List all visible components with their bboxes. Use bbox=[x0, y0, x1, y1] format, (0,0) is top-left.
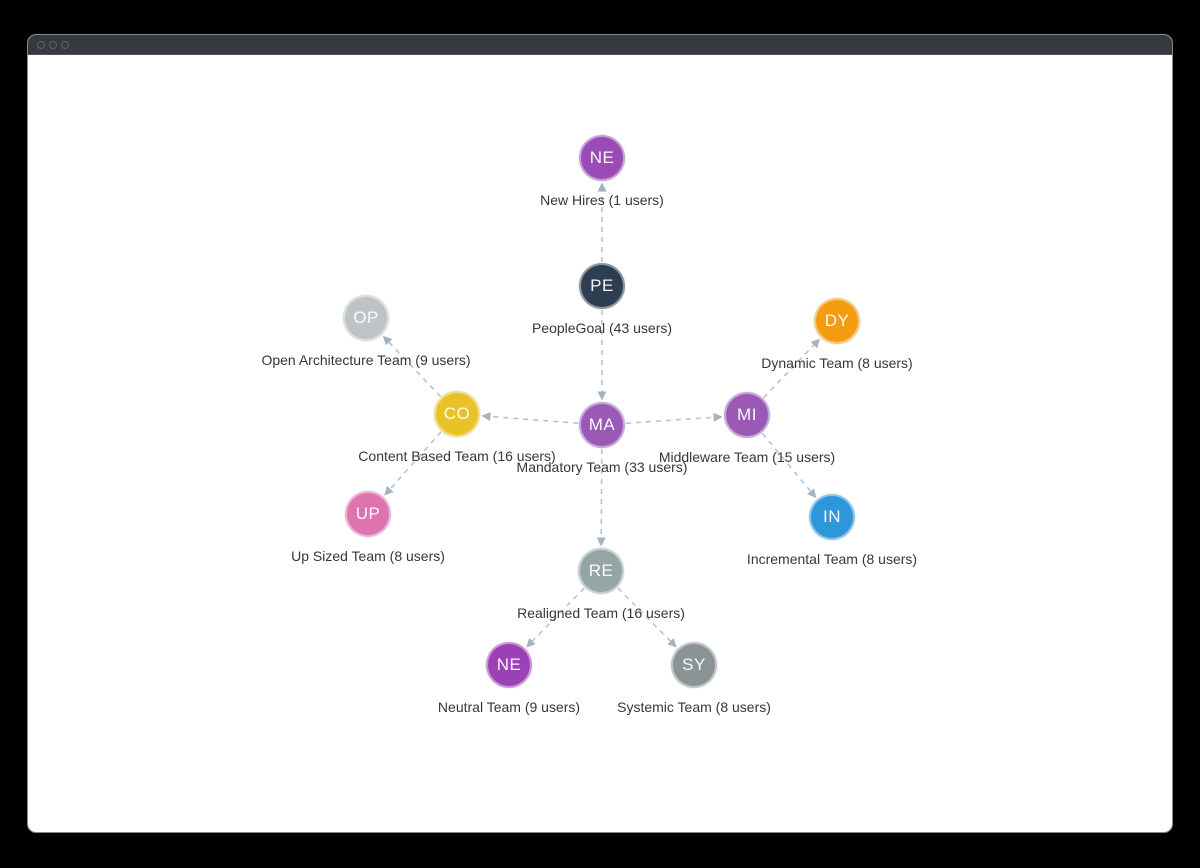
node-initials: RE bbox=[588, 561, 614, 580]
node-initials: DY bbox=[824, 311, 850, 330]
window-titlebar[interactable] bbox=[28, 35, 1172, 55]
node-initials: IN bbox=[823, 507, 841, 526]
node-initials: MI bbox=[737, 405, 757, 424]
graph-node-systemic[interactable]: SY bbox=[671, 642, 717, 688]
node-initials: SY bbox=[682, 655, 706, 674]
minimize-button[interactable] bbox=[49, 40, 57, 49]
graph-node-neutral[interactable]: NE bbox=[486, 642, 532, 688]
node-initials: CO bbox=[443, 404, 471, 423]
maximize-button[interactable] bbox=[61, 40, 69, 49]
graph-node-peoplegoal[interactable]: PE bbox=[579, 263, 625, 309]
node-initials: UP bbox=[355, 504, 381, 523]
node-initials: MA bbox=[588, 415, 616, 434]
graph-node-new-hires[interactable]: NE bbox=[579, 135, 625, 181]
graph-node-mandatory[interactable]: MA bbox=[579, 402, 625, 448]
node-initials: NE bbox=[589, 148, 615, 167]
node-initials: PE bbox=[590, 276, 614, 295]
graph-node-open-architecture[interactable]: OP bbox=[343, 295, 389, 341]
graph-node-incremental[interactable]: IN bbox=[809, 494, 855, 540]
graph-node-dynamic[interactable]: DY bbox=[814, 298, 860, 344]
node-initials: OP bbox=[353, 308, 379, 327]
graph-node-up-sized[interactable]: UP bbox=[345, 491, 391, 537]
graph-node-middleware[interactable]: MI bbox=[724, 392, 770, 438]
close-button[interactable] bbox=[37, 40, 45, 49]
node-initials: NE bbox=[496, 655, 522, 674]
graph-node-realigned[interactable]: RE bbox=[578, 548, 624, 594]
graph-node-content-based[interactable]: CO bbox=[434, 391, 480, 437]
